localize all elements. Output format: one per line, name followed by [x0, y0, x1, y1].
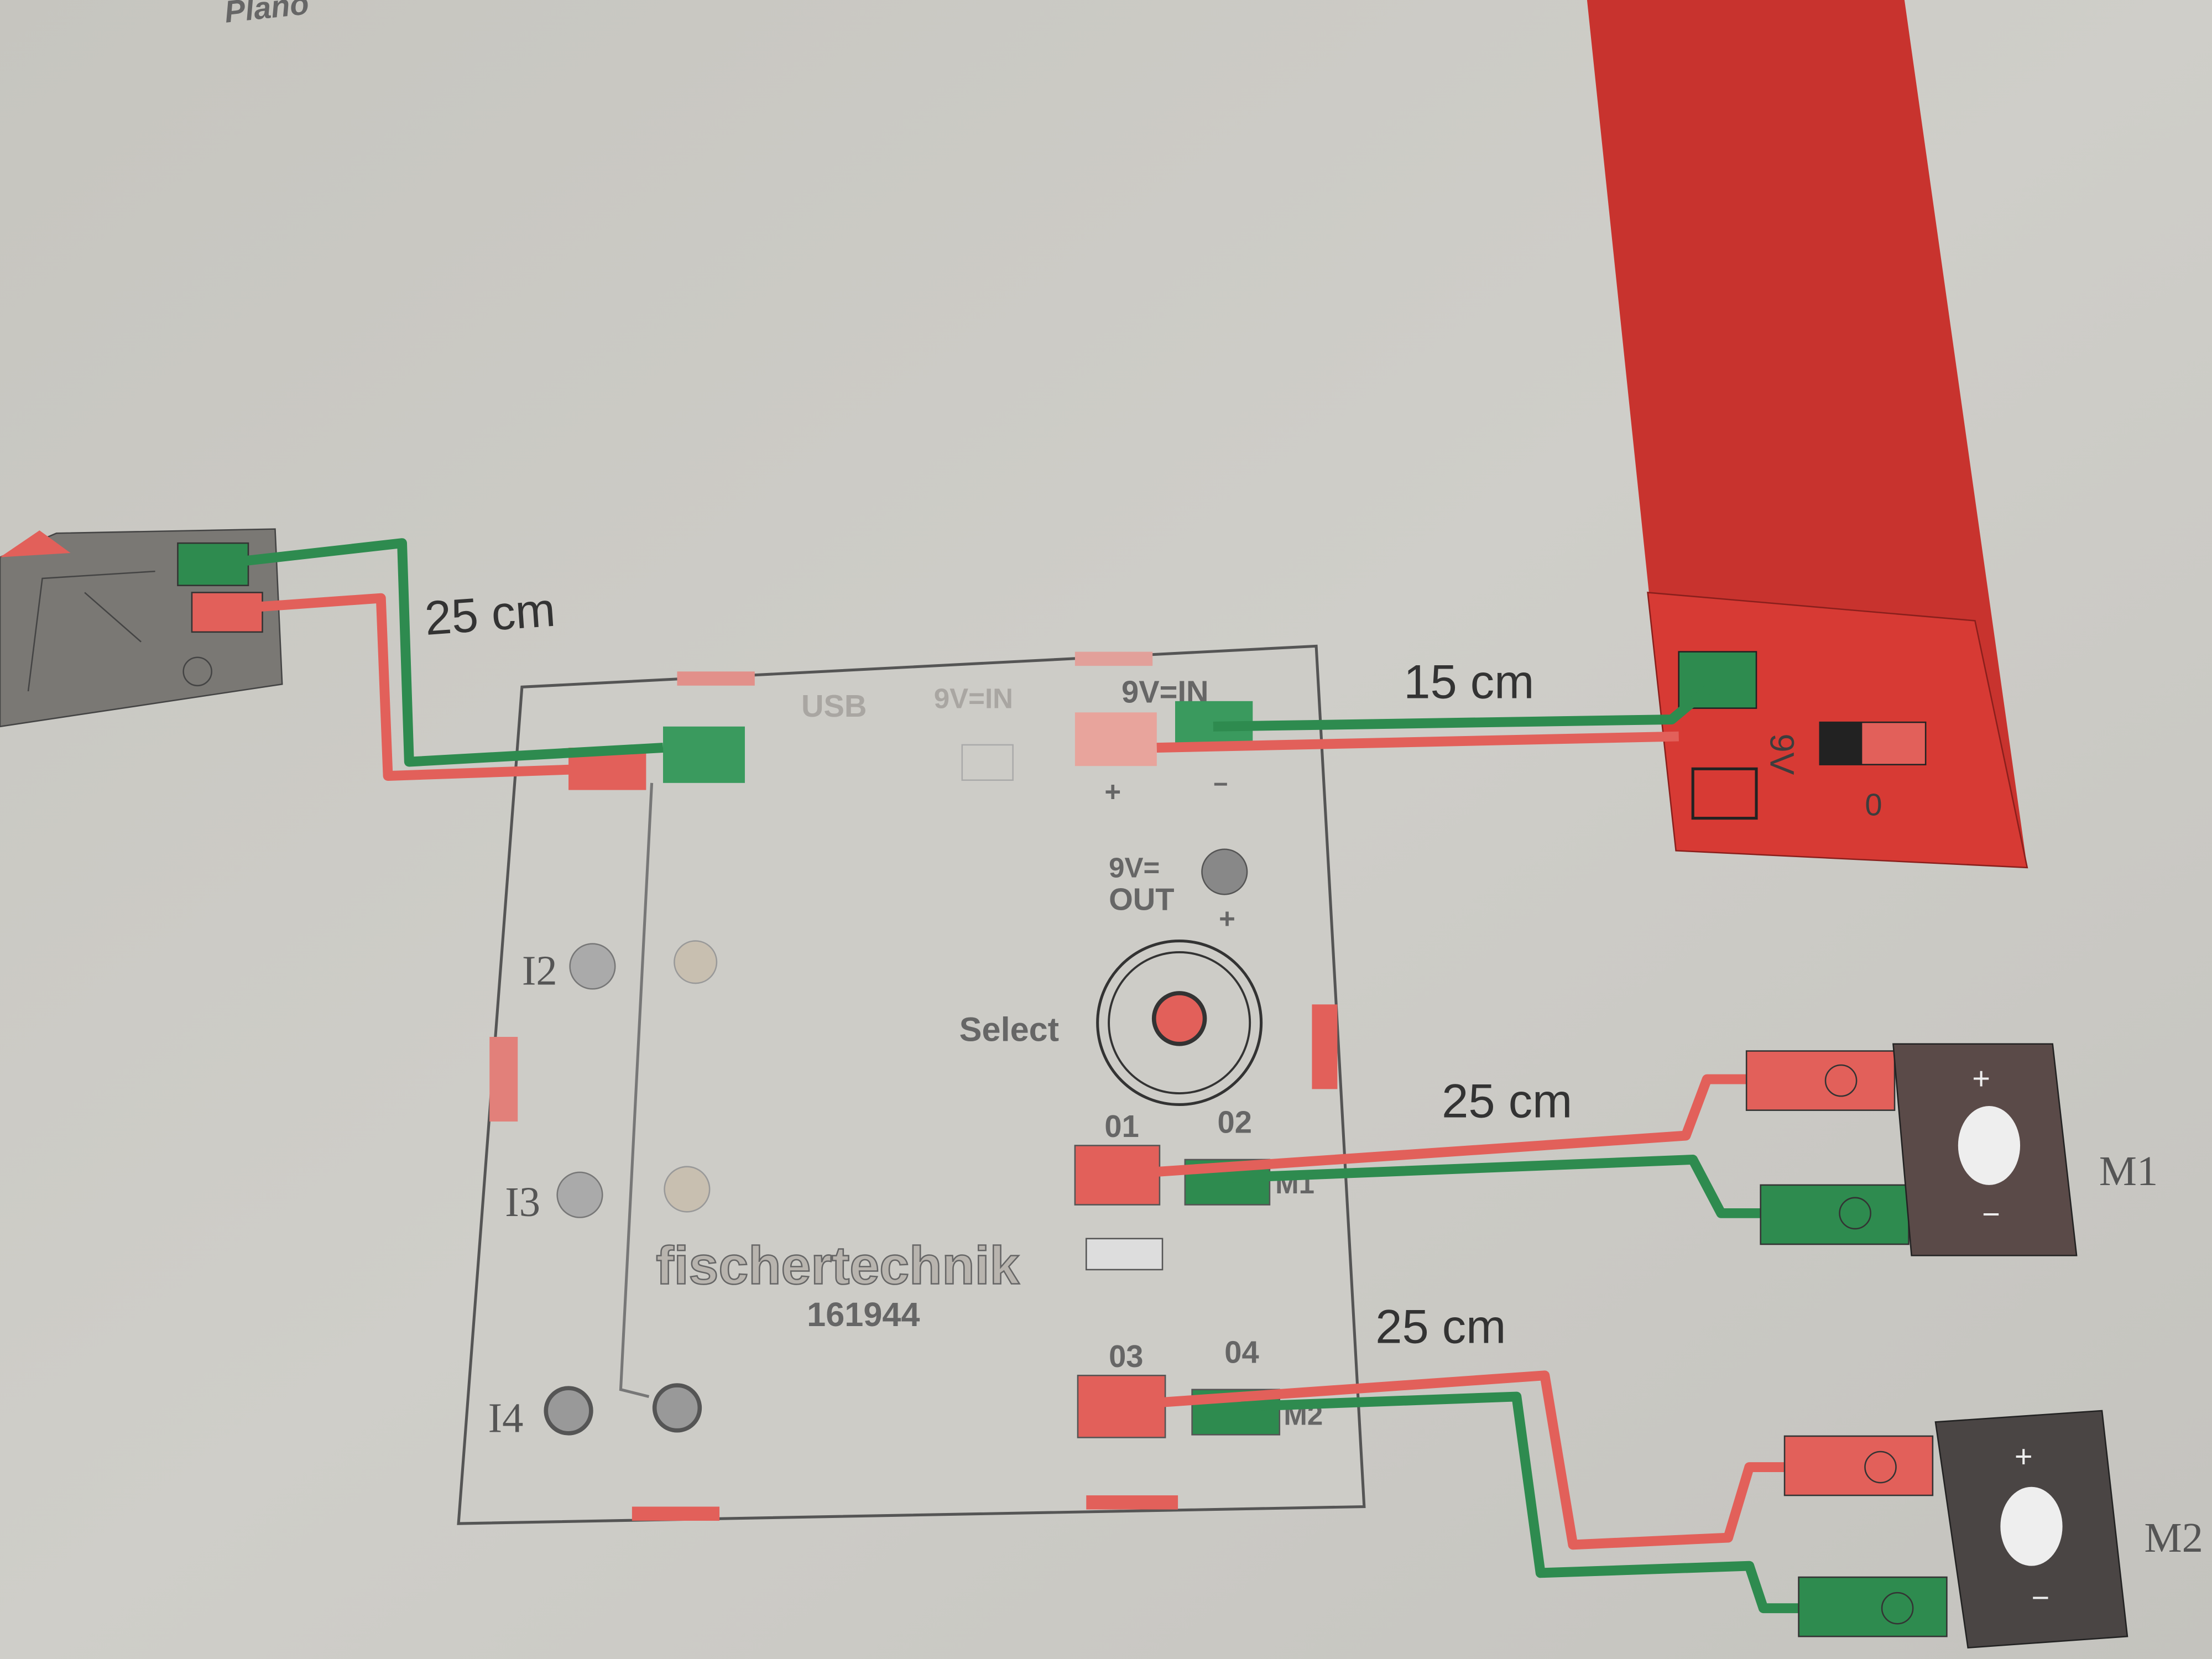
input-label-i2: I2 — [522, 947, 557, 994]
output-label-02: 02 — [1218, 1104, 1252, 1139]
controller-board: USB 9V=IN 9V=IN + − 9V= OUT + Select I2 … — [457, 644, 1366, 1525]
cable-length-switch: 25 cm — [423, 583, 557, 645]
dc-jack-icon — [961, 744, 1014, 781]
usb-label: USB — [801, 688, 867, 723]
battery-switch-label: 0 — [1865, 787, 1882, 822]
cable-length-battery: 15 cm — [1404, 655, 1534, 709]
input-label-i3: I3 — [505, 1178, 540, 1225]
cables — [239, 538, 1799, 1614]
battery-voltage-label: 9V — [1764, 734, 1801, 775]
output-label-04: 04 — [1224, 1334, 1259, 1369]
select-button-ring — [1096, 939, 1263, 1106]
power-plus-socket — [1074, 712, 1157, 766]
output-label-01: 01 — [1104, 1109, 1139, 1144]
brand-logo: fischertechnik — [656, 1235, 1019, 1295]
dc-in-label: 9V=IN — [934, 683, 1013, 714]
select-label: Select — [959, 1011, 1059, 1048]
fish-logo-icon — [1086, 1238, 1164, 1271]
m2-plus: + — [2015, 1439, 2033, 1474]
m1-label: M1 — [2099, 1147, 2158, 1194]
out-label-line1: 9V= — [1109, 852, 1160, 884]
cable-length-m1: 25 cm — [1442, 1074, 1572, 1128]
out-plus-label: + — [1219, 903, 1235, 935]
input-label-i4: I4 — [488, 1394, 524, 1441]
power-plus-label: + — [1104, 776, 1121, 807]
battery-pack: 9V 0 — [1587, 0, 2028, 869]
out-socket — [1201, 848, 1248, 895]
motor-m1: + − M1 — [1745, 1043, 2158, 1256]
out-label-line2: OUT — [1109, 881, 1174, 916]
m2-minus: − — [2031, 1580, 2049, 1615]
select-button — [1151, 991, 1207, 1046]
m1-minus: − — [1982, 1196, 2000, 1231]
battery-switch — [1819, 722, 1863, 765]
power-minus-label: − — [1213, 770, 1228, 799]
switch-component — [0, 528, 283, 728]
part-number: 161944 — [807, 1296, 920, 1333]
output-label-03: 03 — [1109, 1339, 1143, 1374]
m1-plus: + — [1972, 1061, 1990, 1095]
motor-m2: + − M2 — [1783, 1410, 2203, 1648]
cable-length-m2: 25 cm — [1375, 1300, 1506, 1354]
m2-label: M2 — [2145, 1514, 2203, 1561]
